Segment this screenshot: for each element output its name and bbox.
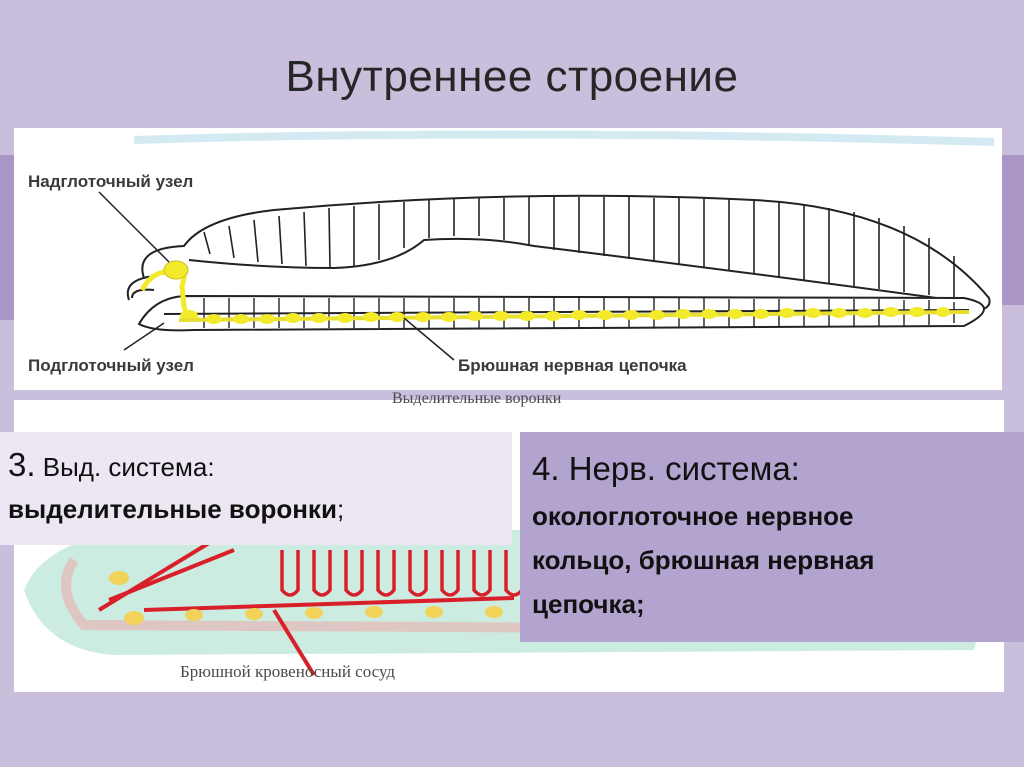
label-ventral-nerve-cord: Брюшная нервная цепочка (458, 356, 687, 376)
section-heading: Выд. система: (43, 452, 215, 482)
worm-illustration (14, 128, 1002, 390)
label-excretory-funnels: Выделительные воронки (392, 390, 561, 408)
nervous-system-heading: 4. Нерв. система: (532, 448, 1024, 490)
excretory-system-box: 3. Выд. система: выделительные воронки; (0, 432, 512, 545)
nervous-system-line-1: окологлоточное нервное (532, 494, 1024, 538)
punctuation: ; (337, 494, 344, 524)
section-number: 3. (8, 446, 36, 483)
nervous-system-text: окологлоточное нервное кольцо, брюшная н… (532, 494, 1024, 626)
label-ventral-blood-vessel: Брюшной кровеносный сосуд (180, 662, 395, 682)
nervous-system-line-2: кольцо, брюшная нервная (532, 538, 1024, 582)
slide-title: Внутреннее строение (0, 52, 1024, 102)
label-subpharyngeal-ganglion: Подглоточный узел (28, 356, 194, 376)
excretory-system-heading: 3. Выд. система: (8, 444, 512, 486)
nervous-system-diagram: Надглоточный узел Подглоточный узел Брюш… (14, 128, 1002, 390)
nervous-system-box: 4. Нерв. система: окологлоточное нервное… (520, 432, 1024, 642)
label-suprapharyngeal-ganglion: Надглоточный узел (28, 172, 193, 192)
excretory-system-text: выделительные воронки; (8, 488, 512, 530)
excretory-organs: выделительные воронки (8, 494, 337, 524)
nervous-system-line-3: цепочка; (532, 582, 1024, 626)
